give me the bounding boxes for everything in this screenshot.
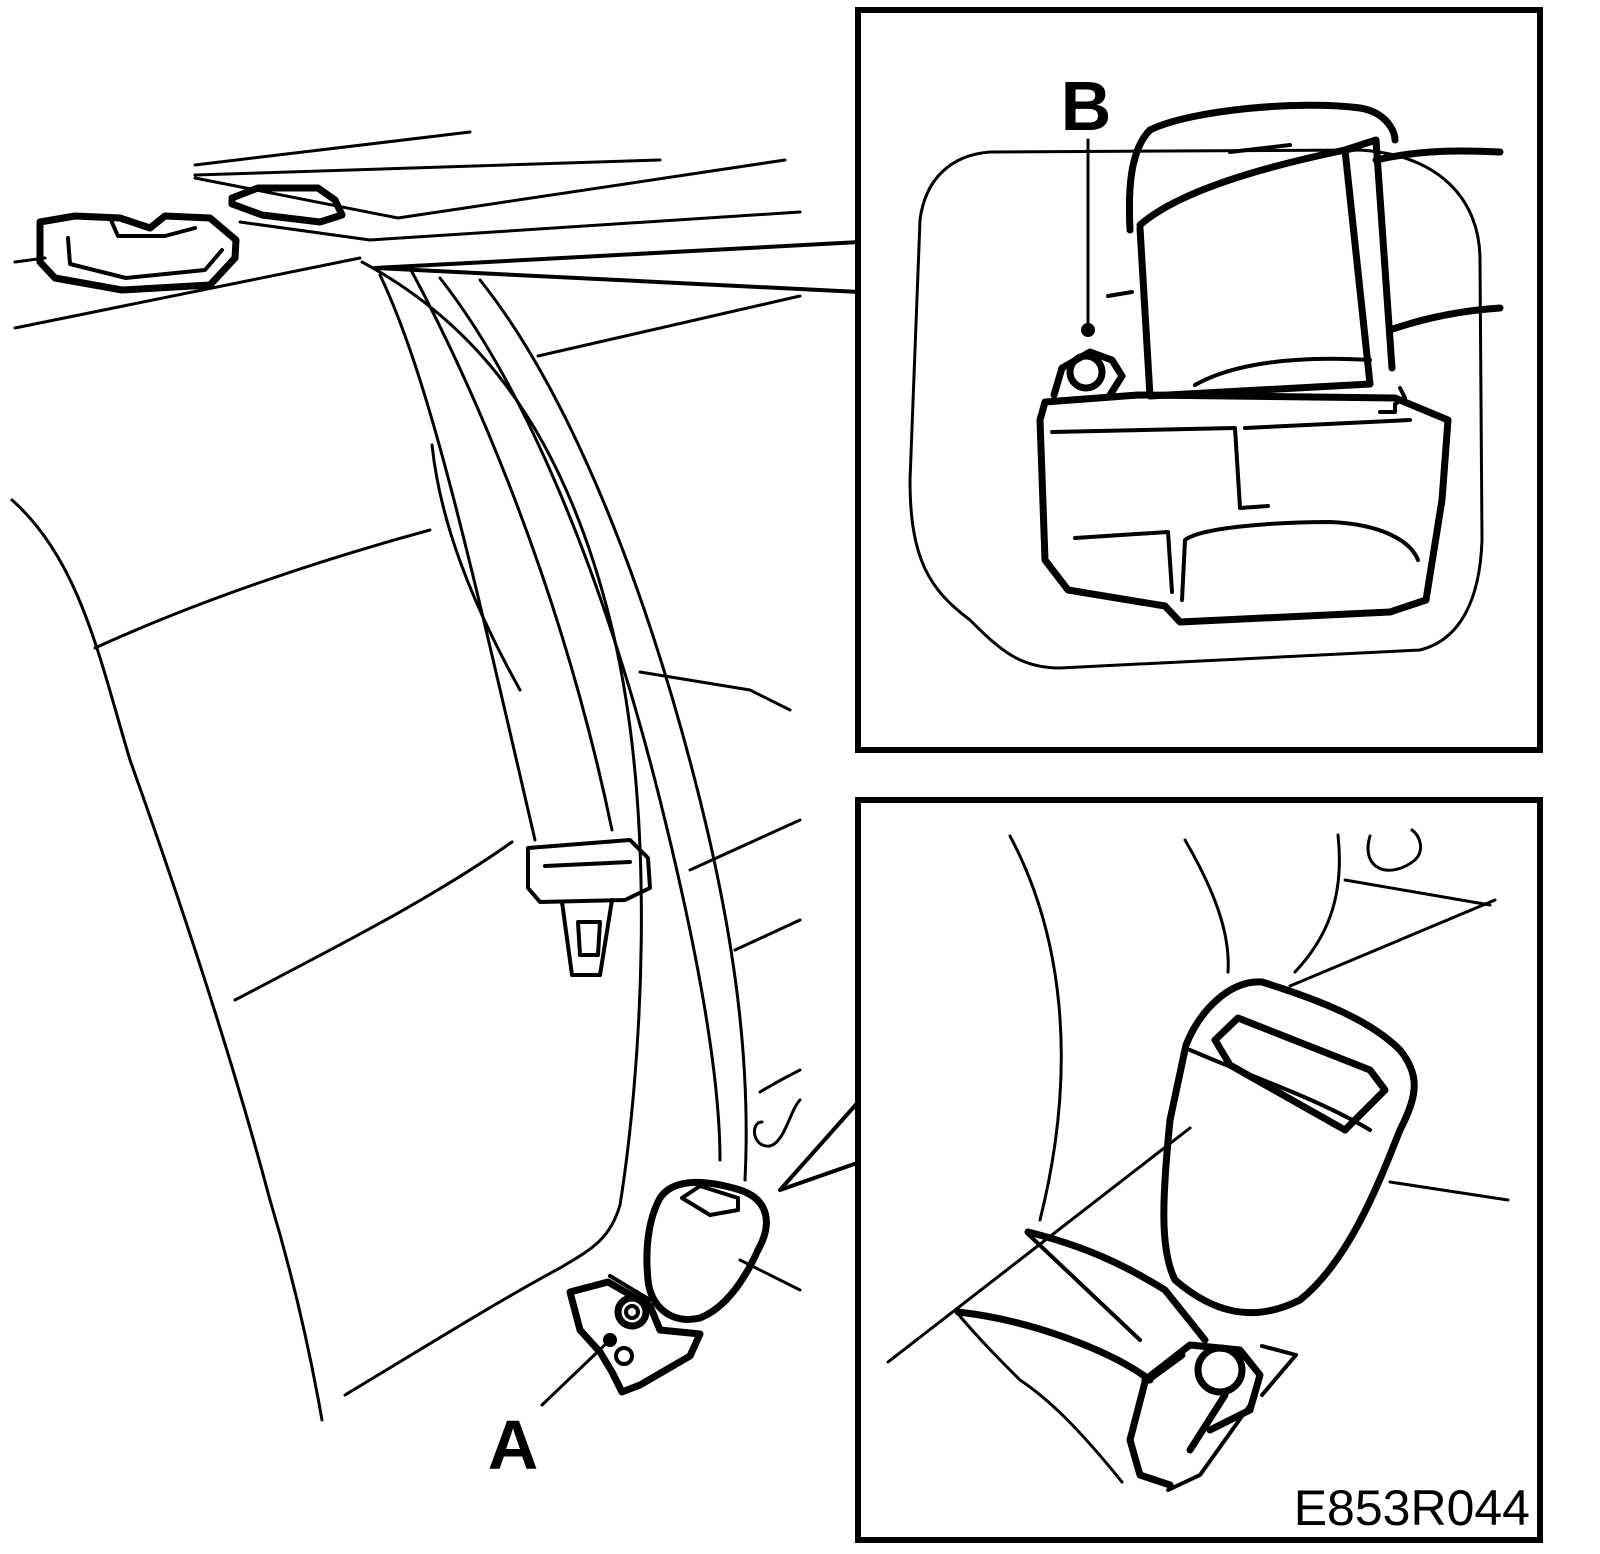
retractor-frame (855, 7, 1543, 753)
latch-plate (526, 838, 652, 977)
label-a: A (488, 1406, 539, 1484)
main-view: A (10, 130, 862, 1484)
bracket-ring (753, 1098, 802, 1148)
center-headrest-guide (228, 184, 346, 226)
left-headrest-guide (36, 212, 240, 294)
buckle-frame (855, 797, 1543, 1543)
pointer-top-detail (373, 240, 862, 294)
parcel-shelf (13, 130, 802, 358)
leader-line-a (540, 1338, 612, 1407)
label-b: B (1061, 67, 1112, 145)
seat-back (10, 260, 802, 1422)
pointer-bottom-detail (778, 1098, 862, 1192)
retractor-detail: B (855, 7, 1543, 753)
buckle-detail: E853R044 (855, 797, 1543, 1543)
buckle-main (643, 1178, 770, 1323)
anchor-bracket-a (566, 1274, 704, 1396)
belt-webbing (378, 266, 614, 842)
figure-code: E853R044 (1294, 1480, 1530, 1536)
